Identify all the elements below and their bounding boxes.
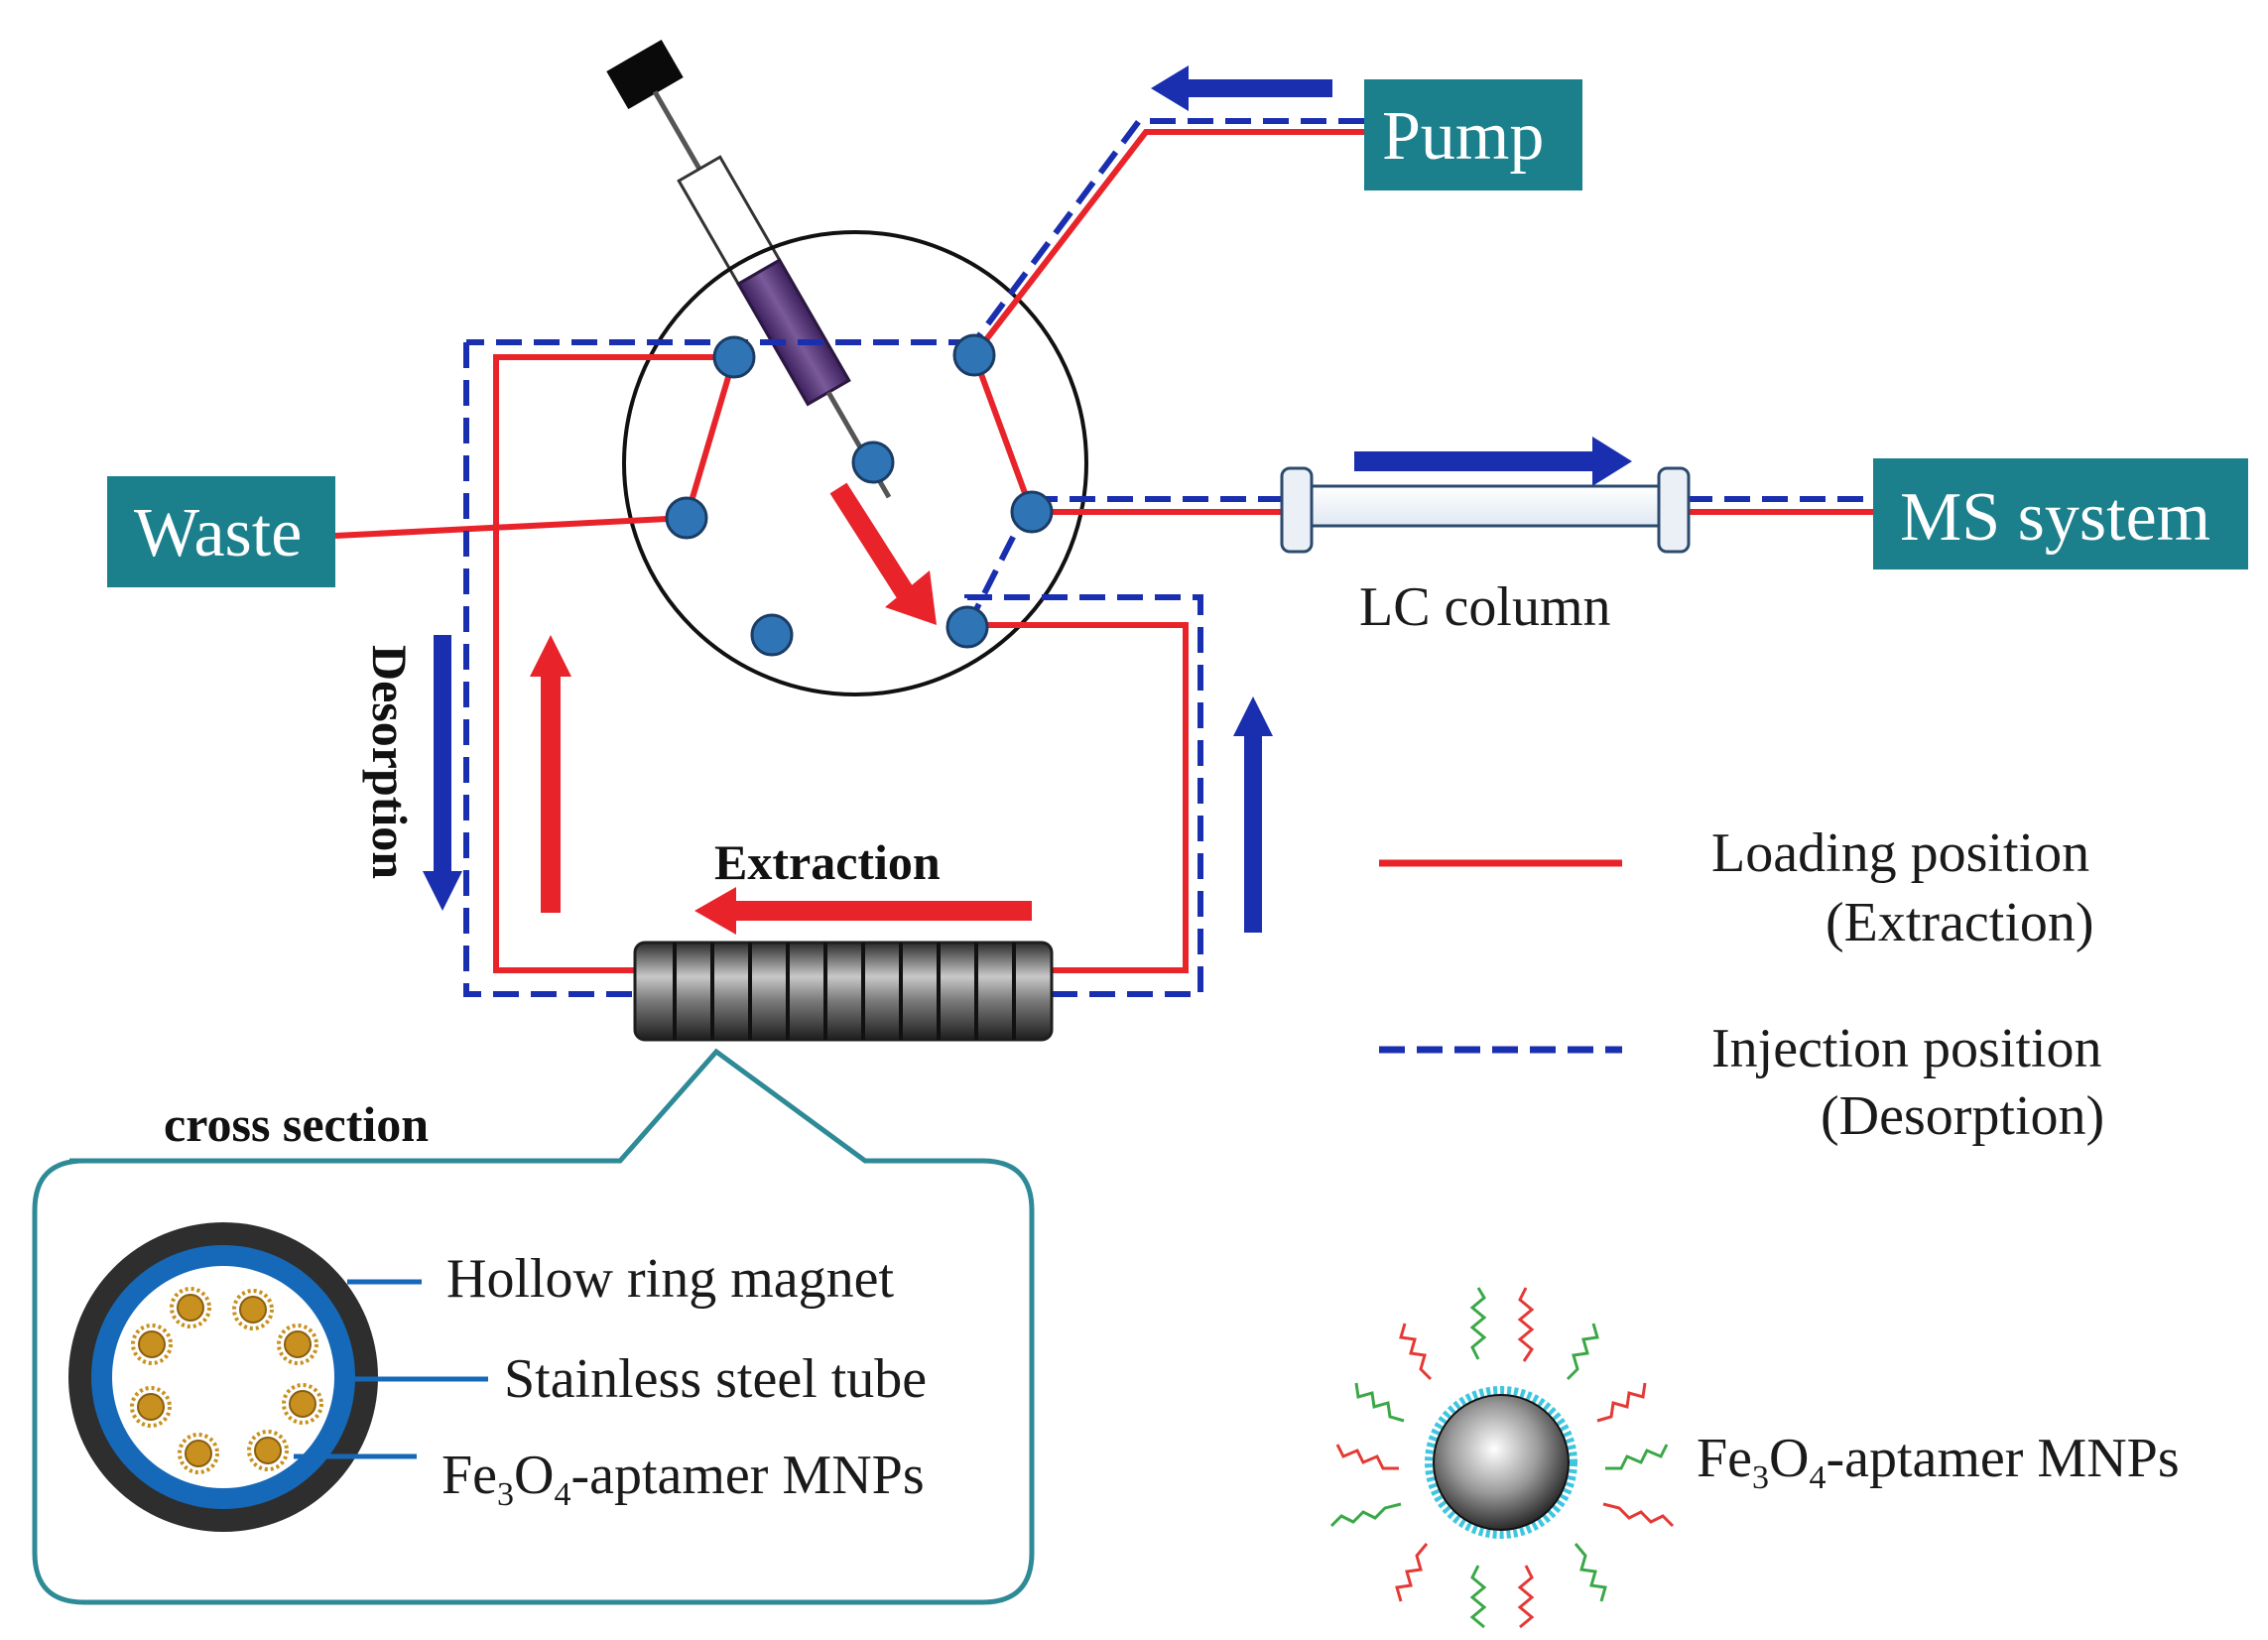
syringe-barrel [677, 155, 782, 287]
lc-column [1280, 466, 1691, 554]
loading-flow-path [334, 129, 1873, 973]
aptamer-coating [1425, 1386, 1577, 1539]
extraction-label: Extraction [714, 834, 941, 890]
waste-box: Waste [107, 476, 335, 587]
aptamer-strands [1329, 1287, 1675, 1629]
syringe-sample [736, 258, 851, 407]
ms-system-label: MS system [1900, 479, 2210, 556]
valve-ports [665, 333, 1054, 657]
port-top-left [712, 335, 756, 379]
tube-interior [112, 1266, 334, 1488]
syringe-plunger [652, 90, 702, 171]
legend-loading-line2: (Extraction) [1826, 892, 2094, 953]
port-bottom-left [750, 613, 794, 657]
cross-section-mnp-label: Fe3O4-aptamer MNPs [441, 1445, 925, 1513]
aptamer-nanoparticle [1329, 1287, 1675, 1629]
lc-flow-arrow [1354, 437, 1632, 486]
pump-label: Pump [1382, 98, 1544, 175]
extraction-red-arrow [694, 887, 1032, 935]
syringe-handle [606, 39, 684, 110]
mnp-particles [137, 1294, 316, 1467]
port-right [1010, 490, 1054, 534]
loop-up-blue-arrow [1233, 696, 1273, 933]
legend: Loading position (Extraction) Injection … [1379, 822, 2104, 1147]
mnp-spikes [130, 1287, 323, 1474]
cross-section-ring [68, 1222, 378, 1532]
magnetic-extraction-coil [633, 941, 1054, 1042]
valve-red-arrow [829, 482, 937, 625]
ms-system-box: MS system [1873, 458, 2248, 569]
port-top-right [952, 333, 996, 377]
cross-section-leaders [294, 1279, 488, 1459]
desorption-label: Desorption [362, 645, 418, 879]
injection-flow-path [463, 118, 1873, 997]
desorption-down-arrow [423, 635, 462, 911]
particle-mnp-label: Fe3O4-aptamer MNPs [1697, 1428, 2180, 1496]
hollow-ring-magnet-label: Hollow ring magnet [446, 1248, 894, 1310]
stainless-steel-tube-label: Stainless steel tube [504, 1348, 927, 1410]
legend-injection-line2: (Desorption) [1821, 1085, 2104, 1147]
waste-label: Waste [134, 495, 302, 571]
pump-box: Pump [1364, 79, 1582, 190]
cross-section-title: cross section [164, 1096, 429, 1152]
port-left [665, 496, 708, 540]
loop-up-red-arrow [530, 635, 571, 913]
legend-injection-line1: Injection position [1711, 1018, 2102, 1079]
fe3o4-core [1433, 1394, 1570, 1531]
lc-column-label: LC column [1359, 576, 1611, 638]
port-bottom-right [945, 605, 989, 649]
injection-valve [622, 230, 1088, 696]
pump-flow-arrow [1151, 65, 1332, 111]
port-center [851, 441, 895, 484]
legend-loading-line1: Loading position [1711, 822, 2089, 884]
